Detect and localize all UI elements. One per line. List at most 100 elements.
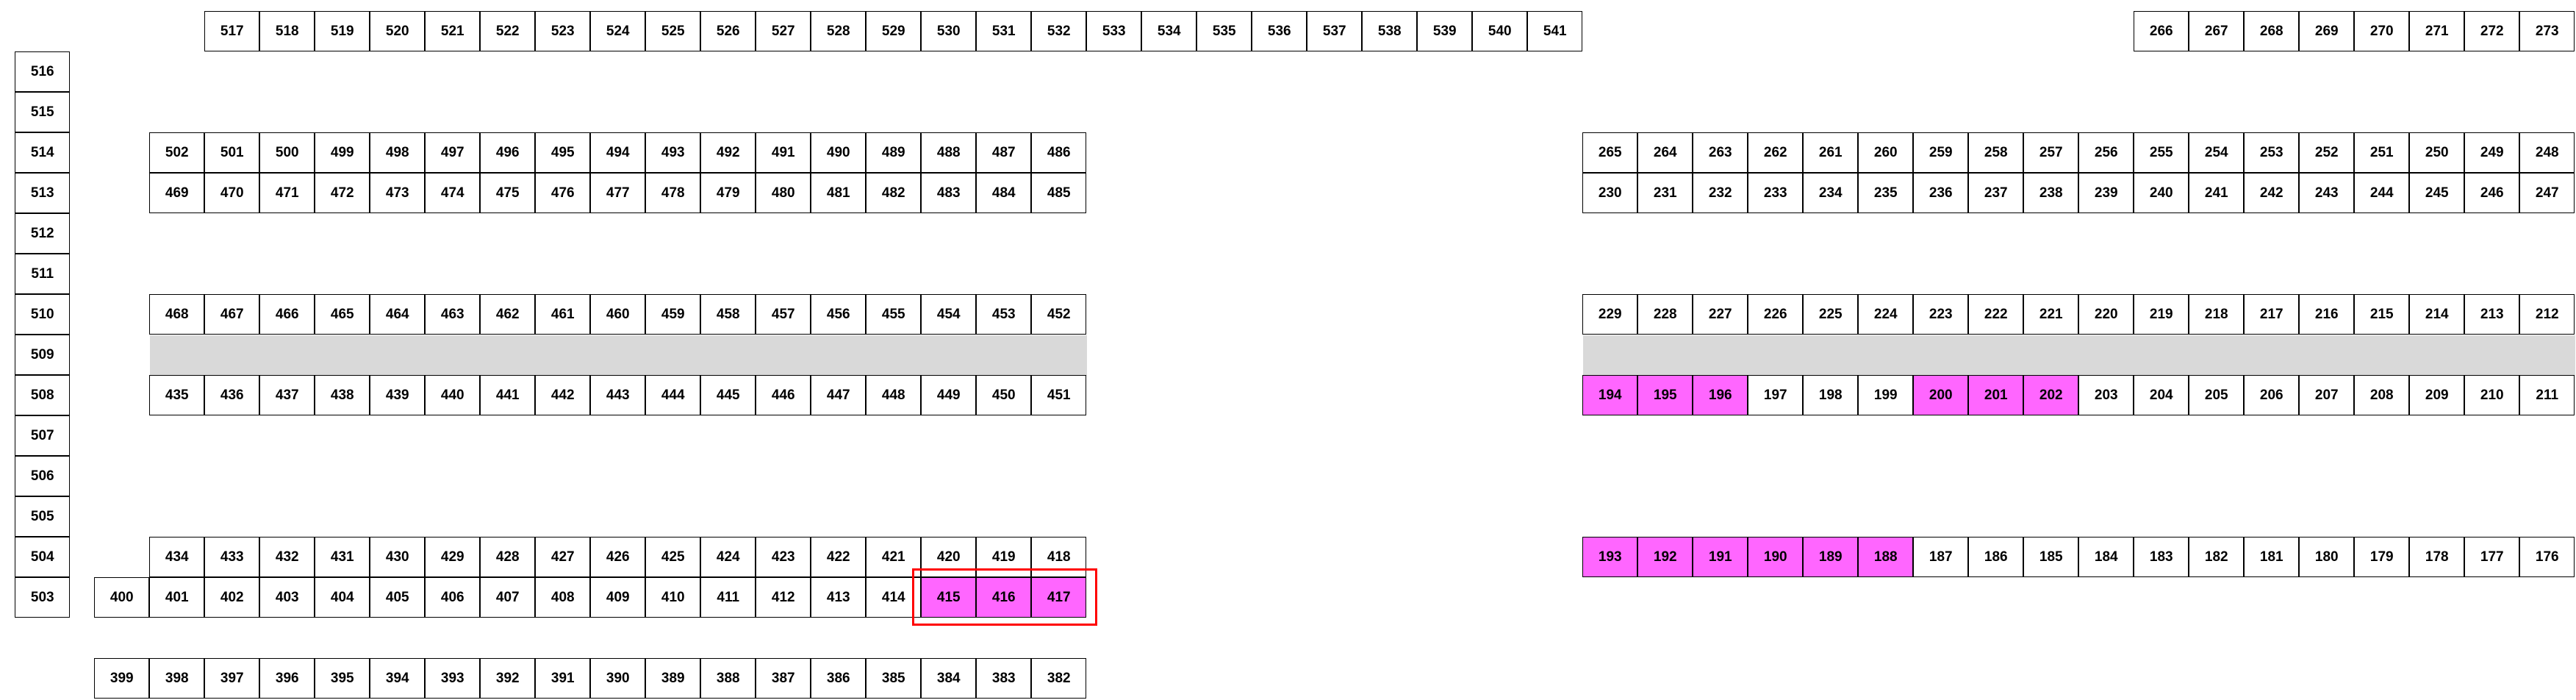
seat-223[interactable]: 223	[1913, 294, 1969, 335]
seat-384[interactable]: 384	[921, 658, 977, 699]
seat-502[interactable]: 502	[149, 132, 205, 174]
seat-387[interactable]: 387	[756, 658, 811, 699]
seat-182[interactable]: 182	[2189, 537, 2245, 578]
seat-243[interactable]: 243	[2299, 173, 2355, 214]
seat-480[interactable]: 480	[756, 173, 811, 214]
seat-394[interactable]: 394	[370, 658, 426, 699]
seat-464[interactable]: 464	[370, 294, 426, 335]
seat-470[interactable]: 470	[204, 173, 260, 214]
seat-195[interactable]: 195	[1637, 375, 1693, 416]
seat-212[interactable]: 212	[2519, 294, 2575, 335]
seat-458[interactable]: 458	[700, 294, 756, 335]
seat-527[interactable]: 527	[756, 11, 811, 52]
seat-256[interactable]: 256	[2078, 132, 2134, 174]
seat-428[interactable]: 428	[480, 537, 536, 578]
seat-497[interactable]: 497	[425, 132, 481, 174]
seat-533[interactable]: 533	[1086, 11, 1142, 52]
seat-496[interactable]: 496	[480, 132, 536, 174]
seat-240[interactable]: 240	[2134, 173, 2189, 214]
seat-222[interactable]: 222	[1968, 294, 2024, 335]
seat-234[interactable]: 234	[1803, 173, 1859, 214]
seat-484[interactable]: 484	[976, 173, 1032, 214]
seat-181[interactable]: 181	[2244, 537, 2300, 578]
seat-176[interactable]: 176	[2519, 537, 2575, 578]
seat-183[interactable]: 183	[2134, 537, 2189, 578]
seat-193[interactable]: 193	[1582, 537, 1638, 578]
seat-248[interactable]: 248	[2519, 132, 2575, 174]
seat-184[interactable]: 184	[2078, 537, 2134, 578]
seat-178[interactable]: 178	[2409, 537, 2465, 578]
seat-485[interactable]: 485	[1031, 173, 1087, 214]
seat-233[interactable]: 233	[1748, 173, 1804, 214]
seat-242[interactable]: 242	[2244, 173, 2300, 214]
seat-446[interactable]: 446	[756, 375, 811, 416]
seat-259[interactable]: 259	[1913, 132, 1969, 174]
seat-192[interactable]: 192	[1637, 537, 1693, 578]
seat-466[interactable]: 466	[259, 294, 315, 335]
seat-479[interactable]: 479	[700, 173, 756, 214]
seat-434[interactable]: 434	[149, 537, 205, 578]
seat-405[interactable]: 405	[370, 577, 426, 618]
seat-254[interactable]: 254	[2189, 132, 2245, 174]
seat-224[interactable]: 224	[1858, 294, 1914, 335]
seat-245[interactable]: 245	[2409, 173, 2465, 214]
seat-472[interactable]: 472	[315, 173, 370, 214]
seat-495[interactable]: 495	[535, 132, 591, 174]
seat-232[interactable]: 232	[1693, 173, 1748, 214]
seat-177[interactable]: 177	[2464, 537, 2520, 578]
seat-448[interactable]: 448	[866, 375, 922, 416]
seat-536[interactable]: 536	[1252, 11, 1307, 52]
seat-383[interactable]: 383	[976, 658, 1032, 699]
seat-421[interactable]: 421	[866, 537, 922, 578]
seat-270[interactable]: 270	[2354, 11, 2410, 52]
seat-425[interactable]: 425	[645, 537, 701, 578]
seat-429[interactable]: 429	[425, 537, 481, 578]
seat-261[interactable]: 261	[1803, 132, 1859, 174]
seat-388[interactable]: 388	[700, 658, 756, 699]
seat-418[interactable]: 418	[1031, 537, 1087, 578]
seat-385[interactable]: 385	[866, 658, 922, 699]
seat-408[interactable]: 408	[535, 577, 591, 618]
seat-390[interactable]: 390	[590, 658, 646, 699]
seat-457[interactable]: 457	[756, 294, 811, 335]
seat-239[interactable]: 239	[2078, 173, 2134, 214]
seat-215[interactable]: 215	[2354, 294, 2410, 335]
seat-199[interactable]: 199	[1858, 375, 1914, 416]
seat-250[interactable]: 250	[2409, 132, 2465, 174]
seat-525[interactable]: 525	[645, 11, 701, 52]
seat-465[interactable]: 465	[315, 294, 370, 335]
seat-229[interactable]: 229	[1582, 294, 1638, 335]
seat-535[interactable]: 535	[1196, 11, 1252, 52]
seat-238[interactable]: 238	[2023, 173, 2079, 214]
seat-207[interactable]: 207	[2299, 375, 2355, 416]
seat-211[interactable]: 211	[2519, 375, 2575, 416]
seat-403[interactable]: 403	[259, 577, 315, 618]
seat-221[interactable]: 221	[2023, 294, 2079, 335]
seat-455[interactable]: 455	[866, 294, 922, 335]
seat-392[interactable]: 392	[480, 658, 536, 699]
seat-456[interactable]: 456	[811, 294, 867, 335]
seat-531[interactable]: 531	[976, 11, 1032, 52]
seat-411[interactable]: 411	[700, 577, 756, 618]
seat-186[interactable]: 186	[1968, 537, 2024, 578]
seat-483[interactable]: 483	[921, 173, 977, 214]
seat-435[interactable]: 435	[149, 375, 205, 416]
seat-494[interactable]: 494	[590, 132, 646, 174]
seat-441[interactable]: 441	[480, 375, 536, 416]
seat-528[interactable]: 528	[811, 11, 867, 52]
seat-214[interactable]: 214	[2409, 294, 2465, 335]
seat-437[interactable]: 437	[259, 375, 315, 416]
seat-204[interactable]: 204	[2134, 375, 2189, 416]
seat-393[interactable]: 393	[425, 658, 481, 699]
seat-501[interactable]: 501	[204, 132, 260, 174]
seat-540[interactable]: 540	[1472, 11, 1528, 52]
seat-526[interactable]: 526	[700, 11, 756, 52]
seat-396[interactable]: 396	[259, 658, 315, 699]
seat-265[interactable]: 265	[1582, 132, 1638, 174]
seat-454[interactable]: 454	[921, 294, 977, 335]
seat-409[interactable]: 409	[590, 577, 646, 618]
seat-462[interactable]: 462	[480, 294, 536, 335]
seat-382[interactable]: 382	[1031, 658, 1087, 699]
seat-471[interactable]: 471	[259, 173, 315, 214]
seat-226[interactable]: 226	[1748, 294, 1804, 335]
